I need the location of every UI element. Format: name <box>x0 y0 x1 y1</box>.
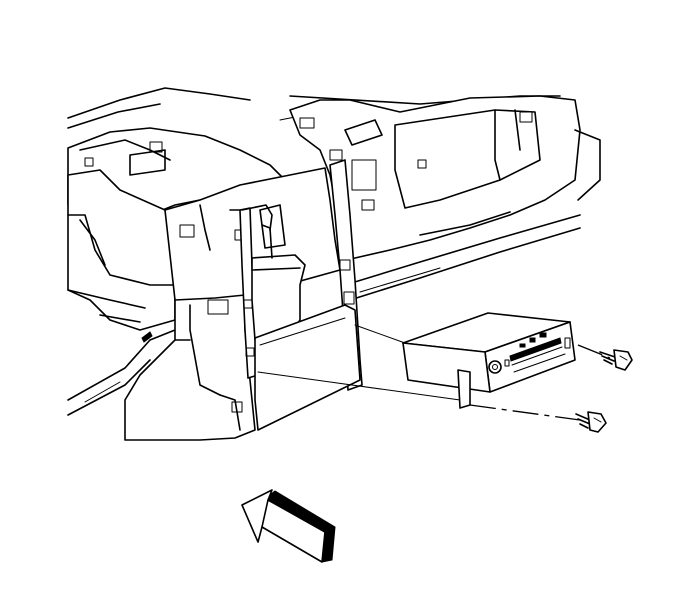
radio-knob-icon <box>488 360 502 374</box>
instrument-panel-carrier <box>67 87 601 441</box>
radio-receiver <box>402 312 576 409</box>
alignment-guides <box>257 324 461 401</box>
view-direction-arrow <box>241 489 336 563</box>
upper-screw <box>577 344 633 371</box>
lower-screw <box>469 404 607 433</box>
